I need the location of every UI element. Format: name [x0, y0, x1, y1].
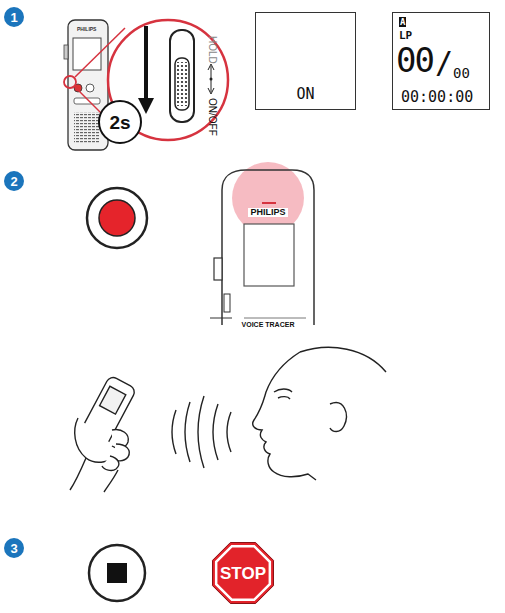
display-screen: A LP 00/00 00:00:00: [392, 12, 490, 110]
node-label: STOP: [220, 565, 266, 582]
callout-text: 3: [10, 542, 17, 555]
hand-with-recorder: [70, 375, 137, 492]
mode-icon: A: [399, 17, 406, 27]
octagon-shape: [213, 543, 274, 604]
stop-button: [89, 545, 145, 601]
display-screen: ON: [255, 12, 356, 110]
face-profile: [253, 347, 386, 480]
separator: /: [435, 48, 451, 78]
callout-text: 1: [10, 11, 17, 24]
brand-label: PHILIPS: [248, 208, 287, 217]
magnifier: [108, 20, 228, 140]
quality-label: LP: [399, 30, 412, 41]
switch-label: HOLD: [207, 36, 217, 64]
callout-text: 2: [10, 175, 17, 188]
screen-text: ON: [256, 87, 355, 102]
callout-number: 2: [4, 171, 24, 191]
sound-waves: [172, 396, 231, 468]
model-label: VOICE TRACER: [240, 321, 297, 328]
time-badge: 2s: [98, 100, 142, 144]
callout-number: 1: [4, 7, 24, 27]
stop-sign: STOP: [209, 539, 277, 607]
file-total: 00: [453, 66, 470, 80]
record-button: [87, 188, 147, 248]
switch-label: ON/OFF: [207, 98, 217, 136]
callout-number: 3: [4, 538, 24, 558]
press-arrow: [138, 26, 154, 114]
octagon-border: [216, 546, 270, 600]
recorder-device: [210, 162, 314, 325]
file-number: 00: [396, 43, 433, 77]
brand-label: PHILIPS: [77, 27, 96, 32]
time-counter: 00:00:00: [401, 90, 473, 105]
node-label: 2s: [109, 113, 130, 132]
